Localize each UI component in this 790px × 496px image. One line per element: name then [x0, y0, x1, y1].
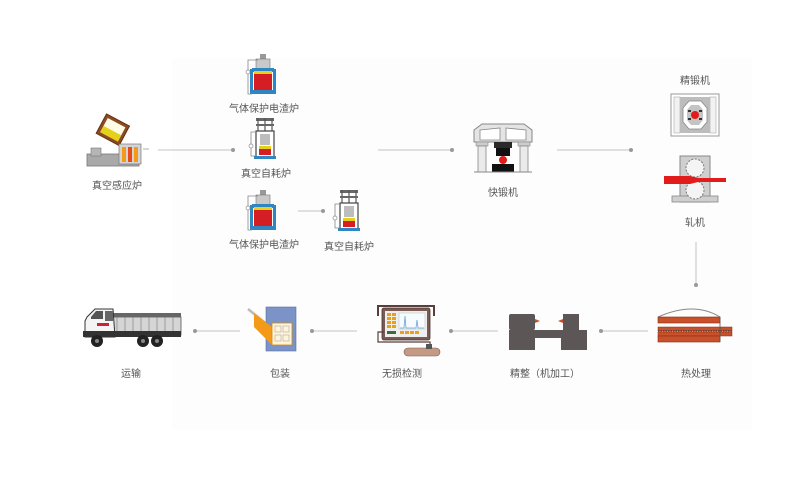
step-label: 热处理 — [681, 369, 711, 380]
step-label: 轧机 — [685, 218, 705, 229]
truck-icon — [83, 308, 182, 347]
connector-dot — [694, 283, 698, 287]
step-label: 无损检测 — [382, 369, 422, 380]
lathe-icon — [509, 314, 587, 350]
connector-dot — [450, 148, 454, 152]
step-label: 快锻机 — [488, 188, 518, 199]
vacuum-arc-furnace-icon — [332, 190, 360, 231]
step-label: 包装 — [270, 369, 290, 380]
electroslag-furnace-icon — [245, 190, 276, 231]
step-label: 精整（机加工） — [510, 369, 580, 380]
step-label: 气体保护电渣炉 — [229, 240, 299, 251]
connector-dot — [310, 329, 314, 333]
ultrasonic-tester-icon — [377, 305, 441, 357]
connector-dot — [629, 148, 633, 152]
connector-dot — [599, 329, 603, 333]
connector-dot — [193, 329, 197, 333]
step-label: 真空感应炉 — [92, 181, 142, 192]
vacuum-arc-furnace-icon — [248, 118, 276, 159]
step-label: 气体保护电渣炉 — [229, 104, 299, 115]
step-label: 精锻机 — [680, 76, 710, 87]
step-label: 真空自耗炉 — [324, 242, 374, 253]
connector-dot — [321, 209, 325, 213]
step-label: 运输 — [121, 369, 141, 380]
electroslag-furnace-icon — [245, 54, 276, 95]
heat-treatment-furnace-icon — [657, 308, 733, 343]
bundle-package-icon — [247, 306, 297, 352]
precision-forging-machine-icon — [670, 93, 720, 137]
connector-dot — [449, 329, 453, 333]
step-label: 真空自耗炉 — [241, 169, 291, 180]
connector-dot — [231, 148, 235, 152]
rolling-mill-icon — [664, 155, 726, 203]
fast-forging-press-icon — [473, 123, 533, 173]
vacuum-induction-furnace-icon — [86, 113, 149, 167]
